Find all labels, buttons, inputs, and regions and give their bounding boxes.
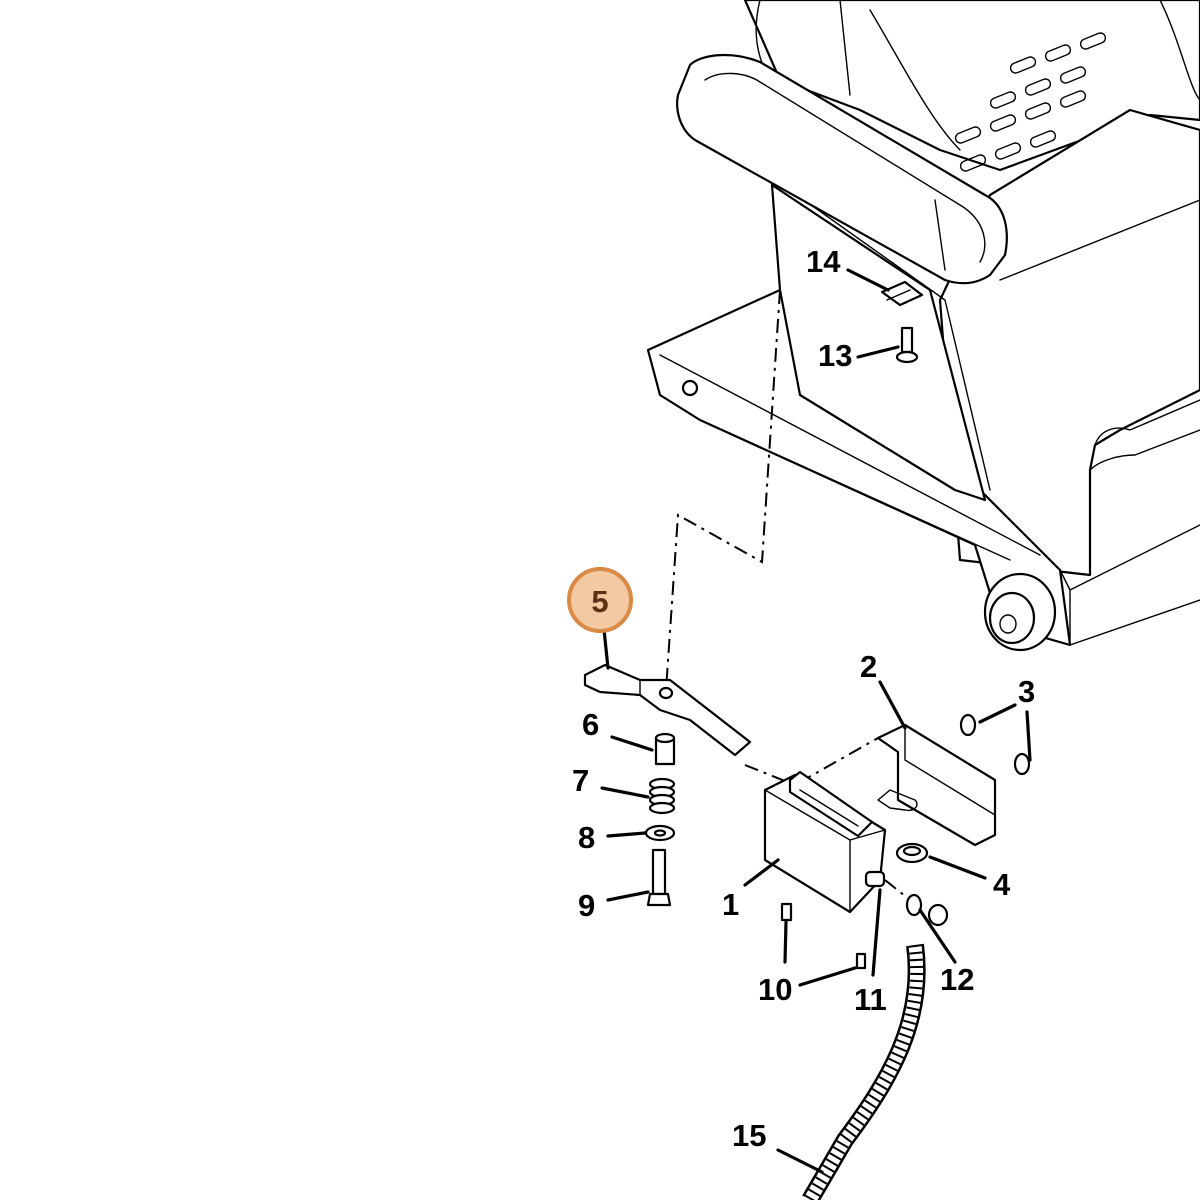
seat-back-slots [954, 32, 1107, 172]
label-part-12: 12 [940, 962, 974, 997]
highlight-circle [567, 567, 633, 633]
label-part-4: 4 [993, 867, 1011, 902]
part-7-spring [648, 777, 676, 815]
label-part-1: 1 [722, 887, 739, 922]
part-4-grommet [895, 842, 929, 864]
part-15-conduit [802, 943, 926, 1200]
label-part-5: 5 [591, 584, 608, 619]
part-11-screw [855, 952, 867, 970]
switch-alignment-line [744, 737, 879, 787]
label-part-14: 14 [806, 244, 841, 279]
label-part-7: 7 [572, 763, 589, 798]
label-part-15: 15 [732, 1118, 766, 1153]
armrest [676, 53, 1008, 285]
fastener-alignment-line [884, 879, 911, 901]
highlight-callout-part-5[interactable]: 5 [567, 567, 633, 633]
part-6-spacer [654, 732, 676, 766]
alignment-line [665, 289, 781, 691]
seat-assembly [646, 0, 1200, 652]
label-part-8: 8 [578, 820, 595, 855]
part-10-screw [780, 902, 793, 922]
label-part-11: 11 [854, 982, 887, 1017]
label-part-13: 13 [818, 338, 852, 373]
label-part-2: 2 [860, 649, 877, 684]
part-1-switch [763, 770, 887, 914]
label-part-10: 10 [758, 972, 792, 1007]
label-part-9: 9 [578, 888, 595, 923]
part-2-cover [876, 723, 997, 847]
part-8-washer [644, 824, 676, 842]
part-12-nut [905, 893, 949, 927]
part-13-screw [895, 326, 919, 364]
part-9-bolt [646, 848, 672, 907]
part-labels: 14 13 2 3 6 7 8 4 1 9 12 10 11 15 [572, 244, 1035, 1153]
label-part-6: 6 [582, 707, 599, 742]
part-3-rivets [959, 713, 1031, 776]
part-5-bracket [583, 663, 752, 757]
part-14-clip [880, 280, 924, 307]
label-part-3: 3 [1018, 674, 1035, 709]
